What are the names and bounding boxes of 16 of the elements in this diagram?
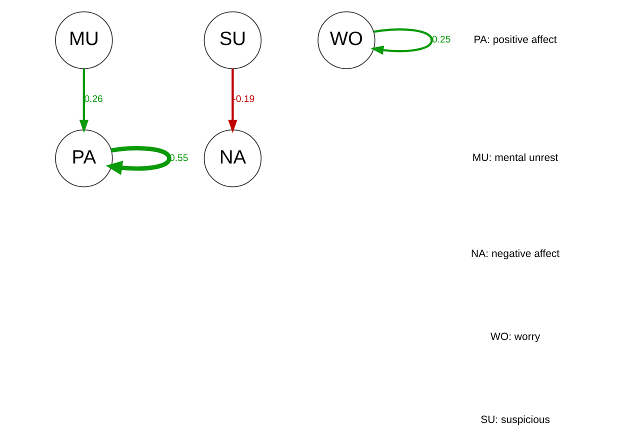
node-circle: WO (317, 11, 375, 70)
node-circle: PA (54, 130, 112, 188)
arrow (370, 28, 432, 55)
edge-label: 0.25 (432, 34, 450, 46)
edge-label: 0.26 (84, 94, 102, 105)
label: SU: suspicious (480, 414, 550, 426)
label: PA: positive affect (473, 34, 556, 46)
node-circle: MU (54, 11, 112, 70)
node-circle: NA (203, 130, 262, 188)
arrow (105, 146, 171, 175)
node-circle: SU (203, 11, 262, 70)
label: MU: mental unrest (472, 152, 558, 164)
arrow (78, 68, 88, 134)
label: WO: worry (490, 331, 540, 344)
label: NA: negative affect (470, 248, 560, 260)
arrow (228, 68, 237, 134)
